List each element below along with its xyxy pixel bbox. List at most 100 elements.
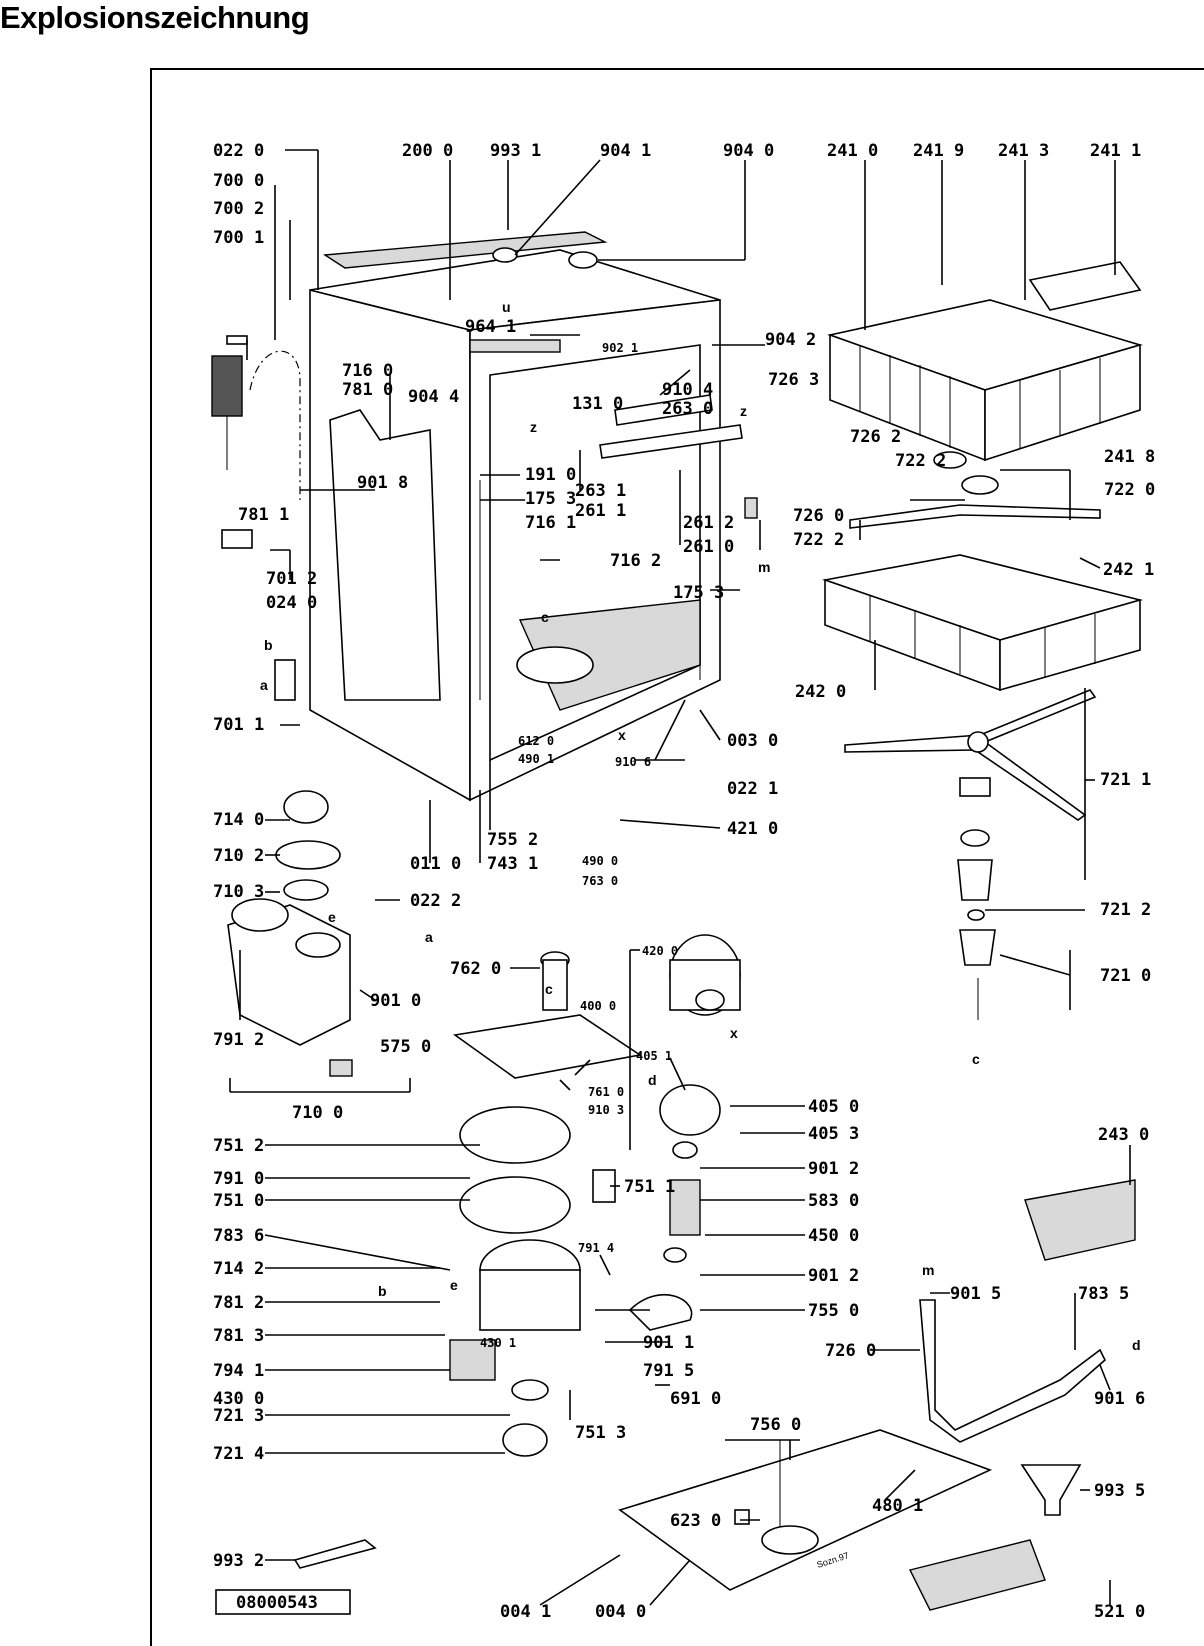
- part-label: 261 2: [683, 513, 734, 533]
- ref-letter: b: [264, 637, 273, 653]
- ref-letter: z: [740, 403, 747, 419]
- part-label: 721 0: [1100, 966, 1151, 986]
- ref-letter: c: [545, 981, 553, 997]
- part-label: 714 0: [213, 810, 264, 830]
- part-label: 004 0: [595, 1602, 646, 1622]
- part-label: 241 0: [827, 141, 878, 161]
- part-label: 003 0: [727, 731, 778, 751]
- part-label: 243 0: [1098, 1125, 1149, 1145]
- circulation-pump: [628, 934, 741, 1331]
- part-label: 756 0: [750, 1415, 801, 1435]
- part-label: 791 2: [213, 1030, 264, 1050]
- part-label: 022 1: [727, 779, 778, 799]
- diagram-frame: [150, 68, 1204, 1646]
- part-label: 783 6: [213, 1226, 264, 1246]
- part-label: 022 2: [410, 891, 461, 911]
- part-label: 791 5: [643, 1361, 694, 1381]
- lower-spray-arm: [844, 689, 1097, 1020]
- part-label: 751 1: [624, 1177, 675, 1197]
- part-label: 726 0: [793, 506, 844, 526]
- water-softener: [227, 790, 353, 1077]
- signature-mark: Sozn.97: [816, 1550, 851, 1570]
- part-label: 480 1: [872, 1496, 923, 1516]
- part-label: 726 3: [768, 370, 819, 390]
- part-label: 901 8: [357, 473, 408, 493]
- part-label: 700 1: [213, 228, 264, 248]
- part-label: 751 2: [213, 1136, 264, 1156]
- part-label: 261 1: [575, 501, 626, 521]
- part-label: 722 0: [1104, 480, 1155, 500]
- part-label: 241 1: [1090, 141, 1141, 161]
- part-label: 901 2: [808, 1159, 859, 1179]
- part-label: 420 0: [642, 944, 678, 958]
- ref-letter: m: [922, 1262, 934, 1278]
- part-label: 405 3: [808, 1124, 859, 1144]
- part-label: 400 0: [580, 999, 616, 1013]
- part-label: 791 4: [578, 1241, 614, 1255]
- part-label: 405 1: [636, 1049, 672, 1063]
- part-label: 022 0: [213, 141, 264, 161]
- upper-basket: [827, 299, 1143, 462]
- part-label: 175 3: [525, 489, 576, 509]
- tub-body: [309, 249, 721, 802]
- part-label: 261 0: [683, 537, 734, 557]
- part-label: 901 6: [1094, 1389, 1145, 1409]
- part-label: 993 1: [490, 141, 541, 161]
- part-label: 612 0: [518, 734, 554, 748]
- part-label: 521 0: [1094, 1602, 1145, 1622]
- part-label: 722 2: [895, 451, 946, 471]
- lower-basket: [821, 554, 1144, 692]
- top-cover-plate: [322, 231, 608, 269]
- part-label: 901 2: [808, 1266, 859, 1286]
- part-label: 131 0: [572, 394, 623, 414]
- part-label: 490 0: [582, 854, 618, 868]
- part-label: 175 3: [673, 583, 724, 603]
- part-label: 721 1: [1100, 770, 1151, 790]
- drain-hose: [919, 1299, 1106, 1443]
- funnel: [1020, 1464, 1082, 1516]
- cap-904-0: [568, 251, 598, 269]
- part-label: 761 0: [588, 1085, 624, 1099]
- part-label: 781 2: [213, 1293, 264, 1313]
- ref-letter: e: [450, 1277, 458, 1293]
- part-label: 726 2: [850, 427, 901, 447]
- part-label: 755 0: [808, 1301, 859, 1321]
- part-label: 024 0: [266, 593, 317, 613]
- ref-letter: a: [260, 677, 268, 693]
- part-label: 490 1: [518, 752, 554, 766]
- part-label: 710 2: [213, 846, 264, 866]
- inlet-hose-assembly: [211, 335, 301, 701]
- part-label: 751 3: [575, 1423, 626, 1443]
- part-label: 901 1: [643, 1333, 694, 1353]
- part-label: 691 0: [670, 1389, 721, 1409]
- reference-letters: u z z m c b a x e a c x d b e m d c: [260, 299, 1141, 1353]
- part-label: 904 4: [408, 387, 459, 407]
- part-label: 910 3: [588, 1103, 624, 1117]
- part-label: 721 2: [1100, 900, 1151, 920]
- part-label: 791 0: [213, 1169, 264, 1189]
- part-label: 701 1: [213, 715, 264, 735]
- part-label: 721 4: [213, 1444, 264, 1464]
- ref-letter: b: [378, 1283, 387, 1299]
- part-label: 901 0: [370, 991, 421, 1011]
- part-label: 430 0: [213, 1389, 264, 1409]
- ref-letter: x: [618, 727, 626, 743]
- part-label: 263 1: [575, 481, 626, 501]
- ref-letter: u: [502, 299, 511, 315]
- part-label: 743 1: [487, 854, 538, 874]
- part-label: 700 0: [213, 171, 264, 191]
- part-label: 430 1: [480, 1336, 516, 1350]
- control-module: [908, 1539, 1046, 1611]
- ref-letter: z: [530, 419, 537, 435]
- part-label: 710 3: [213, 882, 264, 902]
- part-label: 575 0: [380, 1037, 431, 1057]
- part-label: 710 0: [292, 1103, 343, 1123]
- part-label: 583 0: [808, 1191, 859, 1211]
- part-label: 910 6: [615, 755, 651, 769]
- wrench-tool: [293, 1539, 377, 1569]
- part-label: 721 3: [213, 1406, 264, 1426]
- ref-letter: d: [1132, 1337, 1141, 1353]
- part-label: 722 2: [793, 530, 844, 550]
- part-number-labels: 022 0 200 0 993 1 904 1 904 0 241 0 241 …: [213, 141, 1155, 1622]
